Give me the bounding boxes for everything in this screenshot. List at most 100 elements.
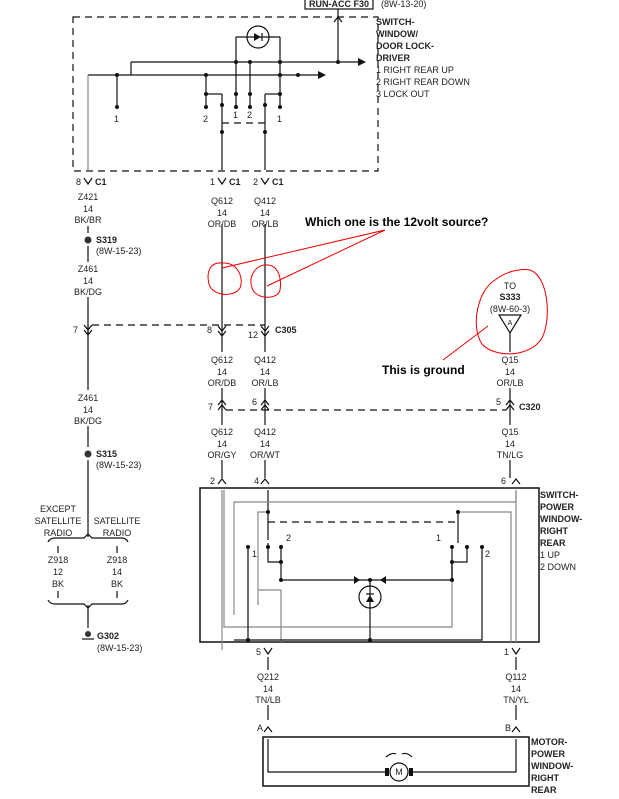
diagram-label: 12 <box>53 567 63 577</box>
diagram-label: Z461 <box>78 393 99 403</box>
connector-label: C1 <box>272 177 284 187</box>
diagram-label: TN/LB <box>255 695 281 705</box>
diagram-label: RIGHT <box>540 526 569 536</box>
connector-label: C305 <box>275 325 297 335</box>
connector-c305: 7 8 12 C305 <box>73 324 297 340</box>
diagram-label: 14 <box>112 567 122 577</box>
diagram-label: G302 <box>97 631 119 641</box>
connector-label: C1 <box>95 177 107 187</box>
contact-label: 1 <box>233 110 238 120</box>
diagram-label: POWER <box>531 749 566 759</box>
diagram-label: TN/LG <box>497 450 524 460</box>
splice-s315: S315(8W-15-23) <box>84 449 141 470</box>
diagram-label: 14 <box>217 367 227 377</box>
connector-label: C1 <box>229 177 241 187</box>
diagram-label: POWER <box>540 502 575 512</box>
diagram-label: Z918 <box>48 555 69 565</box>
contact-label: 1 <box>114 114 119 124</box>
diagram-label: Q412 <box>254 427 276 437</box>
diagram-label: 5 <box>256 647 261 657</box>
diagram-label: 14 <box>83 276 93 286</box>
diagram-label: EXCEPT <box>40 504 77 514</box>
annotation-ground: This is ground <box>382 269 548 377</box>
ground-note: This is ground <box>382 363 465 377</box>
driver-switch: 1 2 1 2 1 SWITCH- WINDOW/ DOOR LOCK- DRI… <box>72 9 470 172</box>
ground-g302: G302 (8W-15-23) <box>82 631 142 653</box>
diagram-label: REAR <box>531 785 557 795</box>
diagram-label: (8W-15-23) <box>96 246 141 256</box>
diagram-label: B <box>505 723 511 733</box>
diagram-label: 14 <box>260 367 270 377</box>
diagram-label: 14 <box>217 208 227 218</box>
diagram-label: OR/WT <box>250 450 280 460</box>
diagram-label: RIGHT <box>531 773 560 783</box>
diagram-label: 2 <box>210 476 215 486</box>
diagram-label: 14 <box>260 208 270 218</box>
pin-label: 2 <box>253 177 258 187</box>
diagram-label: 2 <box>286 533 291 543</box>
diagram-label: MOTOR- <box>531 737 567 747</box>
diagram-label: BK/DG <box>74 416 102 426</box>
diagram-label: S319 <box>96 235 117 245</box>
diagram-label: Q212 <box>257 672 279 682</box>
diagram-label: 2 DOWN <box>540 562 576 572</box>
diagram-label: 7 <box>208 402 213 412</box>
diagram-label: 1 <box>504 647 509 657</box>
diagram-label: A <box>257 723 263 733</box>
diagram-label: 2 <box>485 549 490 559</box>
diagram-label: S333 <box>499 292 520 302</box>
diagram-label: Q612 <box>211 355 233 365</box>
contact-label: 2 <box>203 114 208 124</box>
diagram-label: OR/GY <box>207 450 236 460</box>
diagram-label: OR/LB <box>251 378 278 388</box>
diagram-label: Q15 <box>501 355 518 365</box>
diagram-label: Q15 <box>501 427 518 437</box>
switch-legend: 1 RIGHT REAR UP <box>376 65 454 75</box>
diagram-label: WINDOW- <box>531 761 573 771</box>
diagram-label: 14 <box>263 684 273 694</box>
connector-label: C320 <box>519 402 541 412</box>
diagram-label: 14 <box>511 684 521 694</box>
pin-label: 1 <box>210 177 215 187</box>
diagram-label: 14 <box>505 439 515 449</box>
fuse-label: RUN-ACC F30 <box>309 0 369 9</box>
diagram-label: BK/DG <box>74 287 102 297</box>
diagram-label: 12 <box>248 330 258 340</box>
ground-triangle-icon <box>497 314 523 335</box>
diagram-label: WINDOW- <box>540 514 582 524</box>
diagram-label: (8W-15-23) <box>96 460 141 470</box>
diagram-label: 1 UP <box>540 550 560 560</box>
diagram-label: M <box>395 767 403 777</box>
diagram-label: RADIO <box>44 528 73 538</box>
diagram-label: SATELLITE <box>35 516 82 526</box>
diagram-label: Q112 <box>505 672 526 682</box>
splice-s333: TO S333 (8W-60-3) A <box>490 281 530 335</box>
diagram-label: Z461 <box>78 264 99 274</box>
diagram-label: A <box>508 320 513 327</box>
diagram-label: OR/DB <box>208 378 237 388</box>
window-motor: A B M MOTOR- POWER WINDOW- RIGHT REAR <box>257 723 573 795</box>
diagram-label: OR/DB <box>208 219 237 229</box>
motor-icon <box>389 762 409 782</box>
switch-title: DRIVER <box>376 53 411 63</box>
fuse-ref: (8W-13-20) <box>381 0 426 9</box>
diagram-label: (8W-15-23) <box>97 643 142 653</box>
diagram-label: 8 <box>207 325 212 335</box>
diagram-label: TN/YL <box>503 695 529 705</box>
diagram-label: 7 <box>73 325 78 335</box>
diagram-label: 6 <box>501 476 506 486</box>
annotation-12v-question: Which one is the 12volt source? <box>207 215 488 298</box>
diagram-label: 6 <box>252 397 257 407</box>
